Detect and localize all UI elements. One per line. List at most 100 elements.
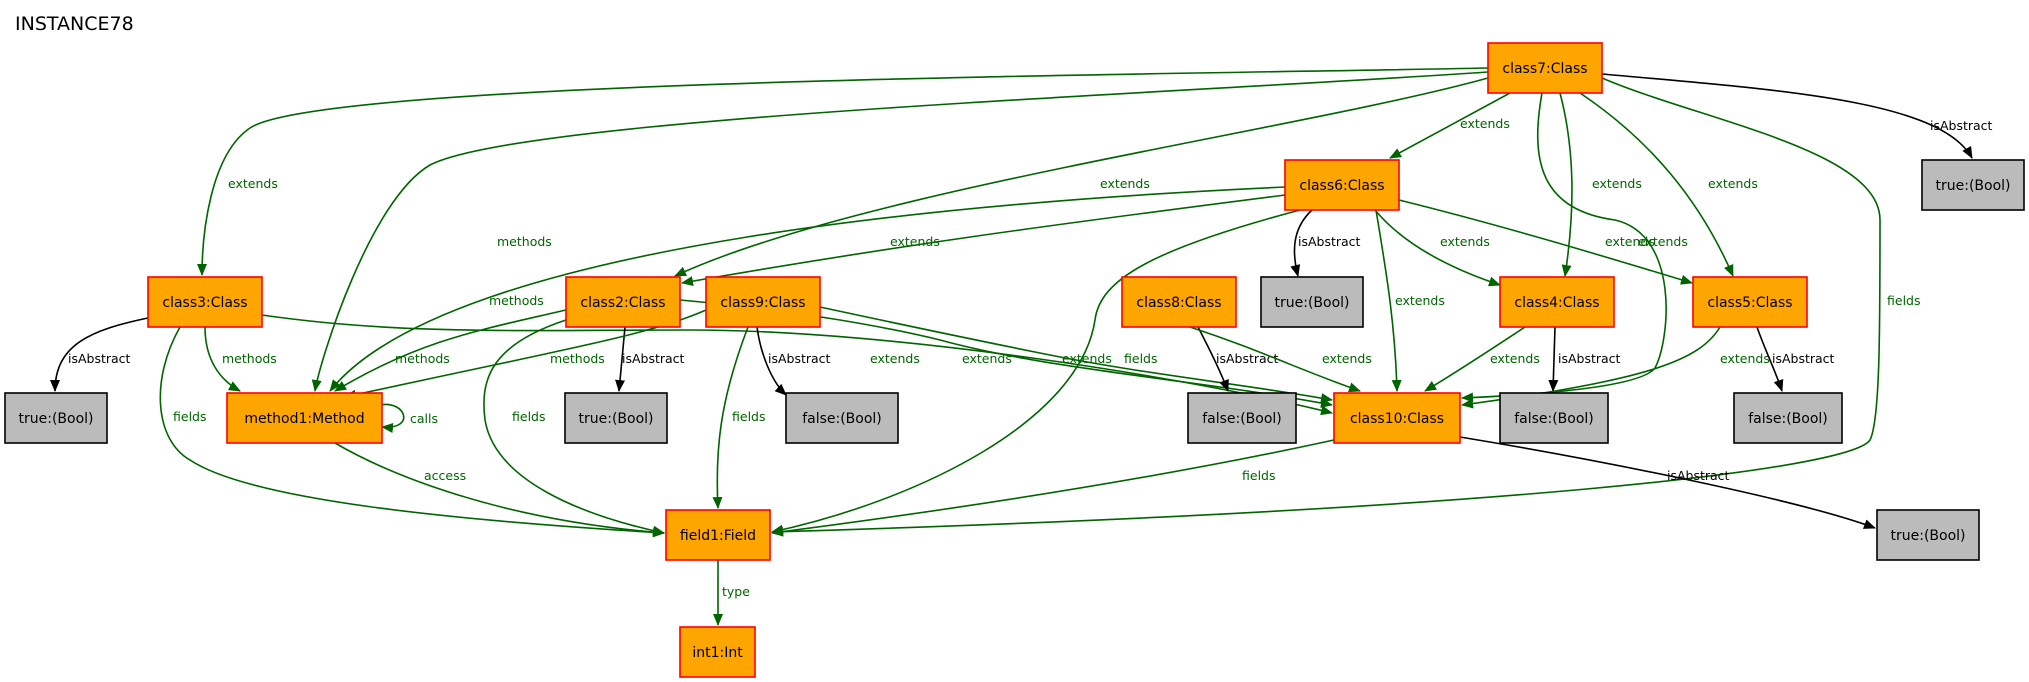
edge-class8-isAbstract-b_c8: isAbstract bbox=[1197, 326, 1279, 392]
edge-line bbox=[1756, 326, 1784, 392]
node-label: class10:Class bbox=[1350, 411, 1444, 427]
value-box bbox=[564, 392, 668, 444]
edge-line bbox=[334, 309, 567, 392]
edge-label: isAbstract bbox=[1667, 468, 1730, 483]
edge-class7-extends-class4: extends bbox=[1559, 92, 1642, 277]
edge-line bbox=[615, 326, 626, 392]
node-b_c3[interactable]: true:(Bool) bbox=[4, 392, 108, 444]
edge-class10-fields-field1: fields bbox=[771, 439, 1335, 537]
edge-line bbox=[1197, 326, 1229, 392]
edge-label: extends bbox=[1592, 176, 1642, 191]
edge-label: fields bbox=[1124, 351, 1157, 366]
node-b_c10[interactable]: true:(Bool) bbox=[1876, 509, 1980, 561]
node-label: false:(Bool) bbox=[1748, 411, 1828, 427]
edge-class7-extends-class10: extends bbox=[1461, 92, 1688, 403]
object-box bbox=[705, 276, 821, 328]
edge-line bbox=[1579, 92, 1734, 277]
edge-line bbox=[1290, 209, 1313, 277]
value-box bbox=[1260, 276, 1364, 328]
edge-line bbox=[159, 326, 665, 538]
edge-line bbox=[1375, 209, 1402, 392]
object-box bbox=[679, 626, 756, 678]
node-label: class4:Class bbox=[1514, 295, 1599, 311]
edge-line bbox=[334, 442, 665, 538]
value-box bbox=[4, 392, 108, 444]
node-label: class2:Class bbox=[580, 295, 665, 311]
edge-label: extends bbox=[870, 351, 920, 366]
edge-line bbox=[1559, 92, 1573, 277]
node-b_c8[interactable]: false:(Bool) bbox=[1187, 392, 1297, 444]
node-class6[interactable]: class6:Class bbox=[1284, 159, 1400, 211]
node-label: class9:Class bbox=[720, 295, 805, 311]
node-class5[interactable]: class5:Class bbox=[1692, 276, 1808, 328]
edge-label: isAbstract bbox=[1216, 351, 1279, 366]
edge-label: isAbstract bbox=[622, 351, 685, 366]
object-box bbox=[1692, 276, 1808, 328]
edge-line bbox=[756, 326, 787, 396]
node-field1[interactable]: field1:Field bbox=[665, 509, 771, 561]
edge-line bbox=[771, 209, 1301, 535]
edge-class7-extends-class3: extends bbox=[197, 67, 1489, 276]
edge-class7-fields-field1: fields bbox=[771, 77, 1920, 537]
edge-label: isAbstract bbox=[768, 351, 831, 366]
edge-class2-isAbstract-b_c2: isAbstract bbox=[615, 326, 685, 392]
edge-layer: extends methods extends extends extends exten… bbox=[50, 67, 1993, 626]
edge-class6-extends-class4: extends bbox=[1374, 209, 1501, 287]
edge-label: extends bbox=[1720, 351, 1770, 366]
edge-label: fields bbox=[1242, 468, 1275, 483]
node-method1[interactable]: method1:Method bbox=[226, 392, 383, 444]
edge-line bbox=[379, 403, 405, 433]
object-box bbox=[1121, 276, 1237, 328]
edge-label: fields bbox=[512, 409, 545, 424]
edge-label: extends bbox=[1638, 234, 1688, 249]
node-b_c5[interactable]: false:(Bool) bbox=[1733, 392, 1843, 444]
edge-class7-extends-class2: extends bbox=[674, 77, 1489, 277]
value-box bbox=[1187, 392, 1297, 444]
edge-line bbox=[1548, 326, 1559, 392]
node-label: true:(Bool) bbox=[1275, 295, 1350, 311]
edge-line bbox=[197, 67, 1489, 276]
edge-label: extends bbox=[1395, 293, 1445, 308]
edge-label: access bbox=[424, 468, 466, 483]
diagram-title: INSTANCE78 bbox=[15, 13, 134, 35]
edge-class9-extends-class10: extends bbox=[819, 306, 1333, 403]
node-class2[interactable]: class2:Class bbox=[565, 276, 681, 328]
edge-label: extends bbox=[1490, 351, 1540, 366]
node-b_c2[interactable]: true:(Bool) bbox=[564, 392, 668, 444]
edge-label: isAbstract bbox=[1558, 351, 1621, 366]
edge-label: calls bbox=[410, 411, 438, 426]
node-class9[interactable]: class9:Class bbox=[705, 276, 821, 328]
edge-line bbox=[674, 77, 1489, 277]
edge-label: extends bbox=[1062, 351, 1112, 366]
edge-class3-methods-method1: methods bbox=[204, 326, 277, 392]
node-b_c4[interactable]: false:(Bool) bbox=[1499, 392, 1609, 444]
edge-class7-methods-method1: methods bbox=[311, 71, 1489, 392]
node-class4[interactable]: class4:Class bbox=[1499, 276, 1615, 328]
node-b_c6[interactable]: true:(Bool) bbox=[1260, 276, 1364, 328]
node-class10[interactable]: class10:Class bbox=[1333, 392, 1461, 444]
edge-line bbox=[329, 186, 1286, 392]
edge-class10-isAbstract-b_c10: isAbstract bbox=[1459, 436, 1876, 529]
edge-label: fields bbox=[1887, 293, 1920, 308]
node-class8[interactable]: class8:Class bbox=[1121, 276, 1237, 328]
node-b_c9[interactable]: false:(Bool) bbox=[785, 392, 899, 444]
edge-class6-methods-method1: methods bbox=[329, 186, 1286, 392]
node-class7[interactable]: class7:Class bbox=[1487, 42, 1603, 94]
edge-label: isAbstract bbox=[68, 351, 131, 366]
edge-label: extends bbox=[1322, 351, 1372, 366]
node-int1[interactable]: int1:Int bbox=[679, 626, 756, 678]
node-class3[interactable]: class3:Class bbox=[147, 276, 263, 328]
edge-label: methods bbox=[497, 234, 552, 249]
edge-class6-extends-class5: extends bbox=[1398, 199, 1693, 285]
edge-line bbox=[344, 309, 707, 400]
edge-class4-extends-class10: extends bbox=[1424, 326, 1540, 392]
node-b_c7[interactable]: true:(Bool) bbox=[1921, 159, 2025, 211]
node-label: method1:Method bbox=[244, 411, 364, 427]
edge-class7-extends-class5: extends bbox=[1579, 92, 1758, 277]
object-box bbox=[1499, 276, 1615, 328]
node-label: class6:Class bbox=[1299, 178, 1384, 194]
object-box bbox=[665, 509, 771, 561]
edge-field1-type-int1: type bbox=[713, 560, 750, 626]
object-box bbox=[1284, 159, 1400, 211]
edge-label: extends bbox=[1100, 176, 1150, 191]
